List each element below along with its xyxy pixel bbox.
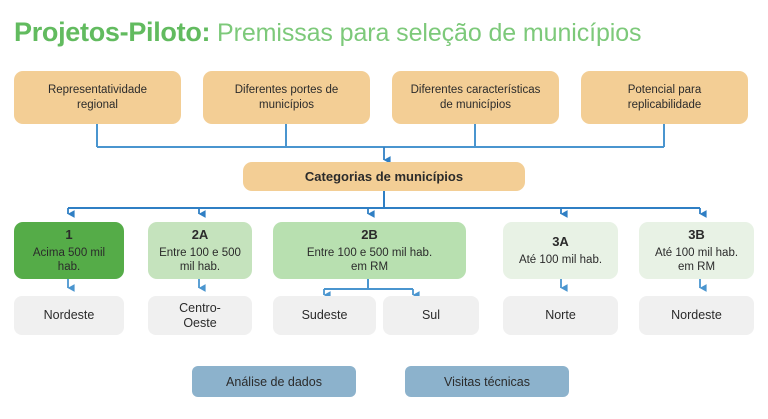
- category-box-1[interactable]: 1 Acima 500 mil hab.: [14, 222, 124, 279]
- hub-box-categorias[interactable]: Categorias de municípios: [243, 162, 525, 191]
- action-label: Visitas técnicas: [444, 374, 530, 389]
- category-code: 2A: [191, 226, 209, 242]
- page-title-rest: Premissas para seleção de municípios: [210, 19, 642, 47]
- page-title-strong: Projetos-Piloto:: [14, 17, 211, 47]
- category-desc-line-1: Até 100 mil hab.: [654, 246, 739, 259]
- region-line-1: Norte: [545, 308, 576, 322]
- category-box-3a[interactable]: 3A Até 100 mil hab.: [503, 222, 618, 279]
- category-desc-line-1: Entre 100 e 500: [159, 246, 241, 259]
- premise-line-2: regional: [77, 98, 118, 111]
- hub-label: Categorias de municípios: [304, 168, 464, 184]
- premise-line-2: replicabilidade: [627, 98, 702, 111]
- action-box-visitas-tecnicas[interactable]: Visitas técnicas: [405, 366, 569, 397]
- category-desc-line-1: Entre 100 e 500 mil hab.: [306, 246, 433, 259]
- category-desc-line-2: em RM: [350, 261, 389, 273]
- region-box-sudeste[interactable]: Sudeste: [273, 296, 376, 335]
- category-box-3b[interactable]: 3B Até 100 mil hab. em RM: [639, 222, 754, 279]
- category-code: 3A: [552, 233, 569, 249]
- region-box-sul[interactable]: Sul: [383, 296, 479, 335]
- category-desc-line-2: em RM: [677, 261, 716, 273]
- category-desc-line-2: hab.: [57, 261, 81, 273]
- premise-line-2: municípios: [259, 98, 314, 111]
- category-desc-line-1: Até 100 mil hab.: [518, 253, 603, 266]
- region-box-nordeste-2[interactable]: Nordeste: [639, 296, 754, 335]
- region-line-1: Nordeste: [671, 308, 722, 322]
- premise-line-1: Representatividade: [47, 83, 148, 96]
- action-label: Análise de dados: [226, 374, 322, 389]
- category-desc-line-2: mil hab.: [179, 261, 221, 273]
- category-box-2a[interactable]: 2A Entre 100 e 500 mil hab.: [148, 222, 252, 279]
- premise-line-1: Diferentes portes de: [234, 83, 339, 96]
- region-box-centro-oeste[interactable]: Centro- Oeste: [148, 296, 252, 335]
- region-line-1: Nordeste: [43, 308, 95, 322]
- category-desc-line-1: Acima 500 mil: [32, 246, 106, 259]
- region-box-nordeste-1[interactable]: Nordeste: [14, 296, 124, 335]
- action-box-analise-de-dados[interactable]: Análise de dados: [192, 366, 356, 397]
- category-code: 2B: [361, 226, 378, 242]
- premise-box-3[interactable]: Diferentes características de municípios: [392, 71, 559, 124]
- premise-box-2[interactable]: Diferentes portes de municípios: [203, 71, 370, 124]
- region-line-2: Oeste: [183, 315, 217, 330]
- category-code: 1: [65, 226, 73, 242]
- premise-line-1: Diferentes características: [410, 83, 541, 96]
- region-box-norte[interactable]: Norte: [503, 296, 618, 335]
- premise-line-2: de municípios: [440, 98, 511, 111]
- premise-line-1: Potencial para: [627, 83, 702, 96]
- region-line-1: Centro-: [179, 300, 221, 315]
- premise-box-1[interactable]: Representatividade regional: [14, 71, 181, 124]
- region-line-1: Sul: [421, 308, 441, 322]
- page-title: Projetos-Piloto: Premissas para seleção …: [14, 12, 764, 52]
- category-box-2b[interactable]: 2B Entre 100 e 500 mil hab. em RM: [273, 222, 466, 279]
- category-code: 3B: [688, 226, 705, 242]
- region-line-1: Sudeste: [301, 308, 348, 322]
- premise-box-4[interactable]: Potencial para replicabilidade: [581, 71, 748, 124]
